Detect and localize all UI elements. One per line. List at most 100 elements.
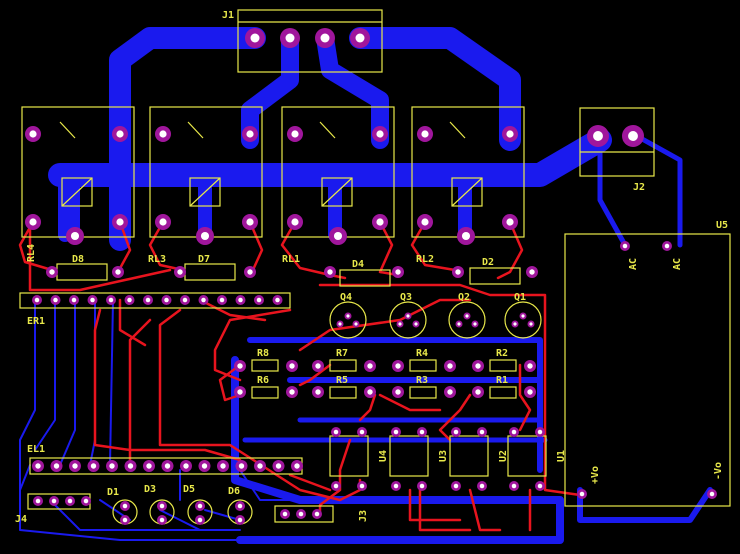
diode-pad-drill <box>327 269 333 275</box>
resistor-pad-drill <box>447 363 453 369</box>
relay-pad-drill <box>159 218 167 226</box>
u-pin-drill <box>333 429 339 435</box>
label-er1: ER1 <box>27 316 45 327</box>
u-pin-drill <box>479 483 485 489</box>
r2-outline <box>489 359 517 372</box>
r1-outline <box>489 386 517 399</box>
u5-pin-drill <box>579 491 585 497</box>
label-rl1: RL1 <box>282 254 300 265</box>
resistor-pad-drill <box>395 363 401 369</box>
el1-pin-drill <box>53 463 60 469</box>
er1-pin-drill <box>219 297 225 303</box>
el1-pin-drill <box>72 463 78 469</box>
led-pad-drill <box>122 517 128 523</box>
relay-coil-pad-drill <box>461 231 471 241</box>
label-el1: EL1 <box>27 444 45 455</box>
u-pin-drill <box>419 483 425 489</box>
pad-layer <box>25 28 717 525</box>
q-pin-drill <box>513 322 517 326</box>
relay-pad-drill <box>246 130 254 138</box>
label-rl4: RL4 <box>26 244 37 262</box>
d8-outline <box>56 263 108 281</box>
label-j1: J1 <box>222 10 234 21</box>
label-q2: Q2 <box>458 292 470 303</box>
label-pvo: +Vo <box>590 466 601 484</box>
j1-pad-drill <box>285 33 295 43</box>
u-pin-drill <box>453 429 459 435</box>
j3-outline <box>274 505 334 523</box>
led-pad-drill <box>197 517 203 523</box>
er1-pin-drill <box>34 297 40 303</box>
u-pin-drill <box>479 429 485 435</box>
label-u5: U5 <box>716 220 728 231</box>
er1-pin-drill <box>127 297 132 303</box>
j2-pad-drill <box>628 131 638 141</box>
relay-coil-pad-drill <box>200 231 210 241</box>
led-pad-drill <box>237 517 243 523</box>
relay-pad-drill <box>116 130 124 138</box>
er1-pin-drill <box>256 297 262 303</box>
resistor-pad-drill <box>237 389 243 395</box>
el1-pin-drill <box>220 463 226 469</box>
label-r7: R7 <box>336 348 348 359</box>
q-pin-drill <box>414 322 418 326</box>
label-q4: Q4 <box>340 292 352 303</box>
d4-outline <box>339 269 391 287</box>
er1-pin-drill <box>238 297 243 303</box>
el1-pin-drill <box>35 463 41 469</box>
label-q3: Q3 <box>400 292 412 303</box>
resistor-pad-drill <box>527 389 533 395</box>
relay-pad-drill <box>506 130 514 138</box>
j3-pin-drill <box>282 511 288 517</box>
el1-pin-drill <box>294 463 300 469</box>
u-pin-drill <box>537 429 543 435</box>
el1-pin-drill <box>238 463 245 469</box>
u-pin-drill <box>453 483 459 489</box>
u3-outline <box>389 435 429 477</box>
u5-outline <box>564 233 731 507</box>
u2-outline <box>449 435 489 477</box>
resistor-pad-drill <box>315 363 321 369</box>
j4-pin-drill <box>83 498 89 504</box>
relay-pad-drill <box>376 218 384 226</box>
u1-outline <box>507 435 547 477</box>
er1-pin-drill <box>182 297 188 303</box>
u-pin-drill <box>393 483 399 489</box>
relay-pad-drill <box>376 130 384 138</box>
j4-pin-drill <box>51 498 57 504</box>
label-r3: R3 <box>416 375 428 386</box>
q4-outline <box>329 301 367 339</box>
j3-pin-drill <box>298 511 304 517</box>
u5-pin-drill <box>709 491 715 497</box>
el1-pin-drill <box>275 463 282 469</box>
q-pin-drill <box>465 314 469 318</box>
r4-outline <box>409 359 437 372</box>
el1-pin-drill <box>146 463 152 469</box>
j1-pad-drill <box>250 33 260 43</box>
relay-pad-drill <box>116 218 124 226</box>
relay-pad-drill <box>421 218 429 226</box>
el1-pin-drill <box>183 463 189 469</box>
j1-pad-drill <box>320 33 330 43</box>
resistor-pad-drill <box>527 363 533 369</box>
label-d5: D5 <box>183 484 195 495</box>
d2-outline <box>469 267 521 285</box>
relay-pad-drill <box>246 218 254 226</box>
er1-pin-drill <box>71 297 77 303</box>
label-u1: U1 <box>556 450 567 462</box>
er1-pin-drill <box>90 297 95 303</box>
q-pin-drill <box>346 314 350 318</box>
u4-outline <box>329 435 369 477</box>
led-pad-drill <box>159 517 165 523</box>
diode-pad-drill <box>455 269 461 275</box>
j3-pin-drill <box>314 511 320 517</box>
led-pad-drill <box>237 503 243 509</box>
relay-pad-drill <box>421 130 429 138</box>
diode-pad-drill <box>529 269 535 275</box>
q-pin-drill <box>406 314 410 318</box>
label-r6: R6 <box>257 375 269 386</box>
relay-pad-drill <box>29 130 37 138</box>
diode-pad-drill <box>395 269 401 275</box>
resistor-pad-drill <box>475 363 481 369</box>
